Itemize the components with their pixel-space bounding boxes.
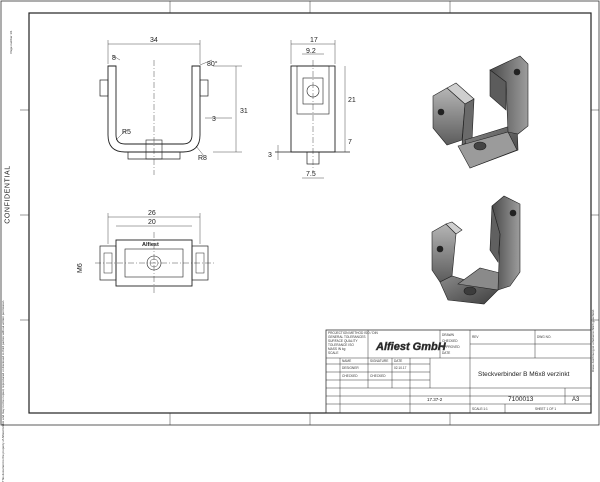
title-block [325, 329, 592, 414]
field-label-drawn: DRAWN [442, 333, 455, 337]
row0-col0: NAME [342, 359, 351, 363]
outer-border [0, 0, 600, 426]
front-view [99, 40, 242, 175]
row0-col1: SIGNATURE [370, 359, 388, 363]
dim-21: 21 [348, 97, 356, 104]
notice-line-2: SURFACE QUALITY [328, 339, 358, 343]
top-view-logo-text: Alfiest [142, 242, 159, 248]
dim-17: 17 [310, 37, 318, 44]
side-note-bottom: This document is the property of Alfiest… [1, 299, 5, 482]
row1-col0: DESIGNER [342, 366, 359, 370]
dim-m6: M6 [77, 263, 84, 273]
side-view [275, 40, 350, 179]
row1-col2: 02.10.17 [394, 366, 407, 370]
notice-line-1: GENERAL TOLERANCES [328, 335, 366, 339]
dim-26: 26 [148, 210, 156, 217]
part-title: Steckverbinder B M6x8 verzinkt [478, 371, 570, 378]
row2-col1: CHECKED [370, 374, 386, 378]
isometric-view-bottom [431, 195, 521, 305]
dim-20: 20 [148, 219, 156, 226]
drawing-number: 7100013 [508, 396, 534, 403]
notice-line-3: TOLERANCE ISO [328, 343, 354, 347]
field-label-date: DATE [442, 351, 450, 355]
row0-col2: DATE [394, 359, 402, 363]
material-value: 17.37-2 [427, 397, 443, 402]
drawing-canvas: 34 8 80° 31 3 R5 R8 17 9.2 21 7 3 7.5 [0, 0, 600, 426]
notice-line-0: PROJECTION METHOD ISO / DIN [328, 331, 378, 335]
dim-3-side: 3 [268, 152, 272, 159]
dim-7-5: 7.5 [306, 171, 316, 178]
dim-9-2: 9.2 [306, 48, 316, 55]
field-label-checked: CHECKED [442, 339, 458, 343]
dim-31: 31 [240, 108, 248, 115]
zone-ticks [20, 1, 599, 425]
dim-angle: 80° [207, 60, 218, 68]
right-note: Diese Zeichnung ist urheberrechtlich ges… [591, 308, 595, 372]
dim-r8: R8 [198, 155, 207, 162]
notice-line-4: MASS IN kg [328, 347, 346, 351]
dim-3-front: 3 [212, 116, 216, 123]
rev-label: REV [472, 335, 479, 339]
dwg-label-top: DWG NO. [537, 335, 551, 339]
row2-col0: CHECKED [342, 374, 358, 378]
top-view [95, 213, 214, 294]
dim-r5: R5 [122, 129, 131, 136]
isometric-view-top [432, 55, 529, 169]
sheet-size: A3 [572, 397, 580, 403]
dim-7: 7 [348, 139, 352, 146]
dim-8: 8 [112, 55, 116, 62]
field-label-approved: APPROVED [442, 345, 460, 349]
scale-label: SCALE:1:1 [472, 407, 488, 411]
notice-line-5: SCALE [328, 351, 338, 355]
confidential-label: CONFIDENTIAL [4, 165, 12, 224]
dim-34: 34 [150, 37, 158, 44]
company-logo: Alfiest GmbH [375, 341, 447, 353]
side-note-top: Page number 1/1 [9, 30, 13, 54]
sheet-number: SHEET 1 OF 1 [535, 407, 556, 411]
